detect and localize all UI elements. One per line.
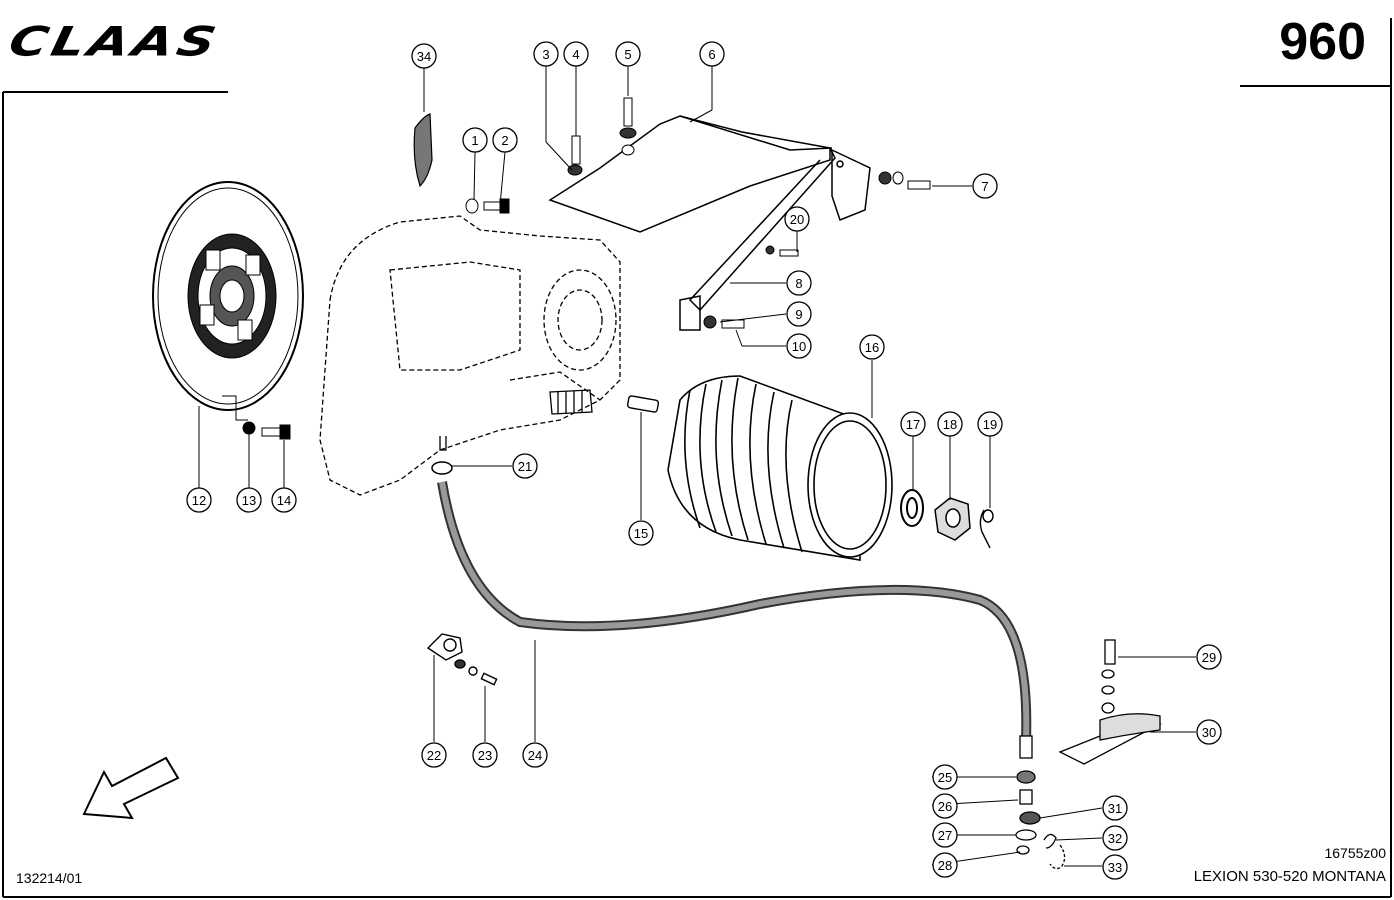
support-bracket [548, 115, 871, 331]
callout-bubbles: 1 2 3 4 5 6 7 8 9 10 12 13 14 15 16 17 1… [186, 41, 1222, 880]
callout-1: 1 [462, 127, 488, 153]
callout-16: 16 [859, 334, 885, 360]
svg-text:14: 14 [277, 493, 291, 508]
svg-text:33: 33 [1108, 860, 1122, 875]
callout-22: 22 [421, 742, 447, 768]
model-name: LEXION 530-520 MONTANA [1193, 868, 1386, 885]
svg-text:29: 29 [1202, 650, 1216, 665]
callout-3: 3 [533, 41, 559, 67]
svg-text:1: 1 [471, 133, 478, 148]
page-number: 960 [1279, 13, 1366, 71]
svg-text:5: 5 [624, 47, 631, 62]
svg-text:27: 27 [938, 828, 952, 843]
svg-text:6: 6 [708, 47, 715, 62]
callout-21: 21 [512, 453, 538, 479]
callout-10: 10 [786, 333, 812, 359]
callout-31: 31 [1102, 795, 1128, 821]
callout-7: 7 [972, 173, 998, 199]
callout-17: 17 [900, 411, 926, 437]
direction-arrow [82, 756, 180, 820]
callout-28: 28 [932, 852, 958, 878]
svg-text:30: 30 [1202, 725, 1216, 740]
callout-9: 9 [786, 301, 812, 327]
svg-text:9: 9 [795, 307, 802, 322]
bolt-13-14 [242, 421, 291, 440]
hose-clamp-22 [426, 633, 498, 686]
mounting-clip-30 [1058, 639, 1162, 765]
callout-2: 2 [492, 127, 518, 153]
svg-text:13: 13 [242, 493, 256, 508]
callout-25: 25 [932, 764, 958, 790]
filter-key-15 [626, 395, 660, 413]
callout-27: 27 [932, 822, 958, 848]
svg-text:26: 26 [938, 799, 952, 814]
svg-text:21: 21 [518, 459, 532, 474]
callout-18: 18 [937, 411, 963, 437]
callout-20: 20 [784, 206, 810, 232]
callout-13: 13 [236, 487, 262, 513]
seal-17 [900, 489, 924, 527]
svg-text:3: 3 [542, 47, 549, 62]
callout-33: 33 [1102, 854, 1128, 880]
castle-nut-18 [934, 497, 971, 541]
svg-text:23: 23 [478, 748, 492, 763]
svg-text:25: 25 [938, 770, 952, 785]
callout-15: 15 [628, 520, 654, 546]
callout-34: 34 [411, 43, 437, 69]
svg-text:19: 19 [983, 417, 997, 432]
svg-text:22: 22 [427, 748, 441, 763]
callout-24: 24 [522, 742, 548, 768]
document-reference: 132214/01 [16, 870, 83, 886]
bolt-1-2 [465, 198, 510, 214]
callout-5: 5 [615, 41, 641, 67]
drawing-number: 16755z00 [1324, 845, 1386, 861]
gearbox-housing [319, 215, 621, 496]
svg-text:31: 31 [1108, 801, 1122, 816]
callout-6: 6 [699, 41, 725, 67]
filter-cartridge [667, 375, 893, 561]
svg-text:18: 18 [943, 417, 957, 432]
hose-fittings [1015, 770, 1066, 870]
callout-14: 14 [271, 487, 297, 513]
callout-12: 12 [186, 487, 212, 513]
svg-text:12: 12 [192, 493, 206, 508]
fasteners-top [567, 97, 931, 329]
svg-text:20: 20 [790, 212, 804, 227]
callout-19: 19 [977, 411, 1003, 437]
svg-text:4: 4 [572, 47, 579, 62]
callout-29: 29 [1196, 644, 1222, 670]
svg-text:8: 8 [795, 276, 802, 291]
svg-text:34: 34 [417, 49, 431, 64]
svg-text:2: 2 [501, 133, 508, 148]
svg-text:28: 28 [938, 858, 952, 873]
gasket-strip-34 [413, 113, 433, 188]
svg-text:16: 16 [865, 340, 879, 355]
callout-23: 23 [472, 742, 498, 768]
callout-4: 4 [563, 41, 589, 67]
callout-8: 8 [786, 270, 812, 296]
clutch-disc [152, 181, 304, 421]
svg-text:32: 32 [1108, 831, 1122, 846]
callout-32: 32 [1102, 825, 1128, 851]
svg-text:7: 7 [981, 179, 988, 194]
svg-text:10: 10 [792, 339, 806, 354]
callout-30: 30 [1196, 719, 1222, 745]
hose-24 [431, 461, 1033, 759]
callout-26: 26 [932, 793, 958, 819]
svg-text:24: 24 [528, 748, 542, 763]
gearbox-output-shaft [439, 389, 593, 451]
svg-text:17: 17 [906, 417, 920, 432]
cotter-pin-19 [979, 509, 994, 549]
leader-lines [198, 66, 1196, 867]
svg-text:15: 15 [634, 526, 648, 541]
